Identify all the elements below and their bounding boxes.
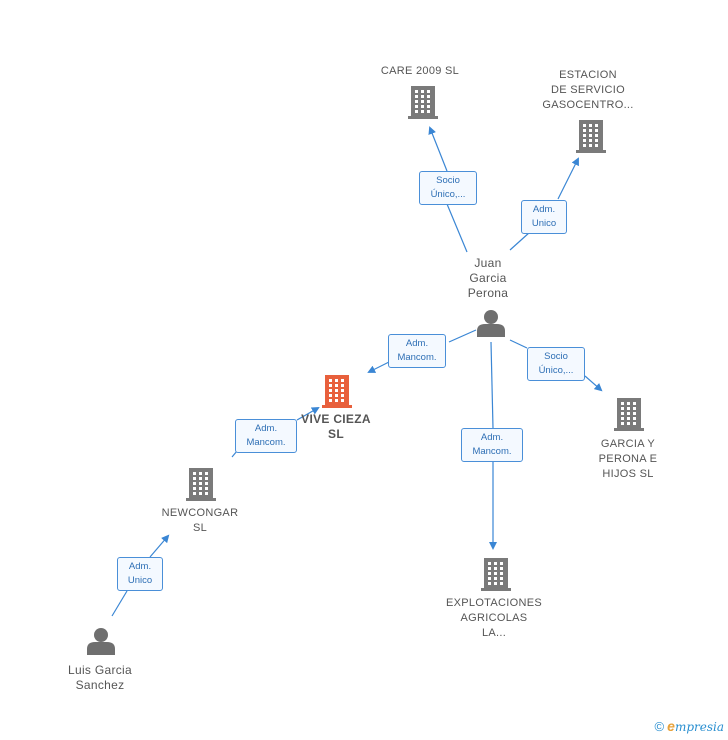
edge-label-line: Mancom. xyxy=(246,437,286,448)
footer-brand[interactable]: ©empresia xyxy=(655,718,724,734)
node-label-line: ESTACION xyxy=(559,69,617,81)
node-label-line: VIVE CIEZA xyxy=(301,412,371,426)
edge-label-line: Mancom. xyxy=(397,352,437,363)
node-label-line: SL xyxy=(192,522,208,534)
edge-juan-care xyxy=(428,126,448,172)
person-icon-luis[interactable] xyxy=(87,628,115,655)
building-icon-care2009[interactable] xyxy=(408,86,438,119)
node-label-line: GASOCENTRO... xyxy=(542,99,634,111)
node-label-line: Luis Garcia xyxy=(68,663,132,677)
edge-label-juan-garcia[interactable]: Socio Único,... xyxy=(527,347,585,381)
edge-label-newcongar-vive[interactable]: Adm. Mancom. xyxy=(235,419,297,453)
edge-label-line: Mancom. xyxy=(472,446,512,457)
edge-juan-garcia xyxy=(584,375,603,392)
edge-juan-vive xyxy=(448,329,477,343)
node-label-vivecieza[interactable]: VIVE CIEZA SL xyxy=(280,412,392,442)
node-label-estacion[interactable]: ESTACION DE SERVICIO GASOCENTRO... xyxy=(528,68,648,113)
nodes-layer xyxy=(87,86,644,655)
node-label-line: EXPLOTACIONES xyxy=(446,597,542,609)
edge-label-juan-explot[interactable]: Adm. Mancom. xyxy=(461,428,523,462)
edge-label-juan-estacion[interactable]: Adm. Unico xyxy=(521,200,567,234)
copyright-symbol: © xyxy=(654,719,665,734)
node-label-line: HIJOS SL xyxy=(602,468,654,480)
edges-layer xyxy=(111,126,603,617)
edge-label-line: Unico xyxy=(127,575,153,586)
edge-label-line: Adm. xyxy=(532,204,556,215)
edge-label-line: Adm. xyxy=(405,338,429,349)
edge-label-luis-newcongar[interactable]: Adm. Unico xyxy=(117,557,163,591)
node-label-explotaciones[interactable]: EXPLOTACIONES AGRICOLAS LA... xyxy=(434,596,554,641)
node-label-line: Sanchez xyxy=(75,678,125,692)
node-label-care2009[interactable]: CARE 2009 SL xyxy=(360,64,480,79)
edge-label-line: Socio xyxy=(544,351,568,362)
edge-label-juan-care[interactable]: Socio Único,... xyxy=(419,171,477,205)
edge-luis-newcongar xyxy=(111,590,128,617)
building-icon-estacion[interactable] xyxy=(576,120,606,153)
edge-label-line: Socio xyxy=(436,175,460,186)
building-icon-newcongar[interactable] xyxy=(186,468,216,501)
node-label-luis[interactable]: Luis Garcia Sanchez xyxy=(50,663,150,693)
edge-juan-estacion xyxy=(509,231,531,251)
node-label-line: LA... xyxy=(481,627,507,639)
brand-logo-text: mpresia xyxy=(674,720,724,734)
building-icon-explotaciones[interactable] xyxy=(481,558,511,591)
edge-juan-care xyxy=(446,203,468,253)
node-label-line: CARE 2009 SL xyxy=(380,65,460,77)
edge-label-juan-vive[interactable]: Adm. Mancom. xyxy=(388,334,446,368)
node-label-line: PERONA E xyxy=(598,453,658,465)
node-label-line: GARCIA Y xyxy=(600,438,656,450)
node-label-line: Juan xyxy=(474,256,502,270)
edge-label-line: Único,... xyxy=(538,365,574,376)
edge-juan-estacion xyxy=(557,157,579,200)
edge-newcongar-vive xyxy=(296,407,320,421)
edge-juan-explot xyxy=(490,341,494,429)
edge-label-line: Adm. xyxy=(254,423,278,434)
edge-label-line: Adm. xyxy=(480,432,504,443)
edge-luis-newcongar xyxy=(149,534,170,558)
node-label-garciaperona[interactable]: GARCIA Y PERONA E HIJOS SL xyxy=(580,437,676,482)
edge-label-line: Unico xyxy=(531,218,557,229)
edge-label-line: Adm. xyxy=(128,561,152,572)
node-label-line: AGRICOLAS xyxy=(460,612,528,624)
node-label-line: DE SERVICIO xyxy=(550,84,625,96)
edge-juan-vive xyxy=(367,361,390,373)
brand-logo-letter: e xyxy=(667,718,675,734)
edge-juan-garcia xyxy=(509,339,528,349)
building-icon-garciaperona[interactable] xyxy=(614,398,644,431)
node-label-newcongar[interactable]: NEWCONGAR SL xyxy=(150,506,250,536)
edge-label-line: Único,... xyxy=(430,189,466,200)
node-label-juan[interactable]: Juan Garcia Perona xyxy=(448,256,528,301)
node-label-line: Perona xyxy=(467,286,509,300)
building-icon-vivecieza[interactable] xyxy=(322,375,352,408)
node-label-line: NEWCONGAR xyxy=(161,507,239,519)
node-label-line: Garcia xyxy=(469,271,507,285)
node-label-line: SL xyxy=(328,427,344,441)
person-icon-juan[interactable] xyxy=(477,310,505,337)
